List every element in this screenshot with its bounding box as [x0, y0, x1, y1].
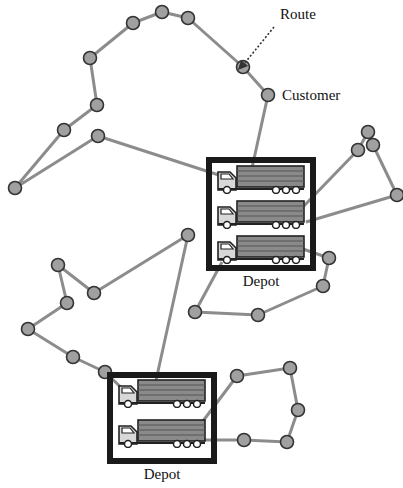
depot-frame: [107, 372, 217, 464]
customer-dot: [237, 61, 250, 74]
depot-box: Depot: [107, 372, 217, 464]
customer-dot: [61, 297, 74, 310]
customer-dots: [9, 6, 403, 449]
depot-label: Depot: [144, 466, 181, 483]
customer-dot: [127, 17, 140, 30]
customer-dot: [91, 99, 104, 112]
depot-frame: [206, 157, 316, 271]
customer-dot: [238, 434, 251, 447]
customer-dot: [156, 6, 169, 19]
customer-dot: [391, 189, 403, 202]
customer-dot: [52, 259, 65, 272]
customer-dot: [352, 144, 365, 157]
leader-arrow: [238, 60, 248, 70]
customer-dot: [292, 404, 305, 417]
customer-dot: [182, 229, 195, 242]
customer-dot: [189, 306, 202, 319]
depot-label: Depot: [243, 273, 280, 290]
customer-dot: [252, 309, 265, 322]
customer-dot: [67, 351, 80, 364]
customer-dot: [88, 287, 101, 300]
customer-dot: [231, 370, 244, 383]
customer-dot: [367, 139, 380, 152]
customer-dot: [362, 126, 375, 139]
customer-dot: [281, 436, 294, 449]
depot-box: Depot: [206, 157, 316, 271]
customer-label: Customer: [282, 87, 340, 104]
customer-dot: [182, 12, 195, 25]
customer-dot: [323, 252, 336, 265]
customer-dot: [58, 124, 71, 137]
customer-dot: [317, 280, 330, 293]
route-label: Route: [280, 6, 316, 23]
customer-dot: [84, 52, 97, 65]
customer-dot: [9, 182, 22, 195]
customer-dot: [22, 323, 35, 336]
customer-dot: [284, 362, 297, 375]
customer-dot: [262, 89, 275, 102]
leader-line: [244, 27, 274, 64]
customer-dot: [92, 130, 105, 143]
